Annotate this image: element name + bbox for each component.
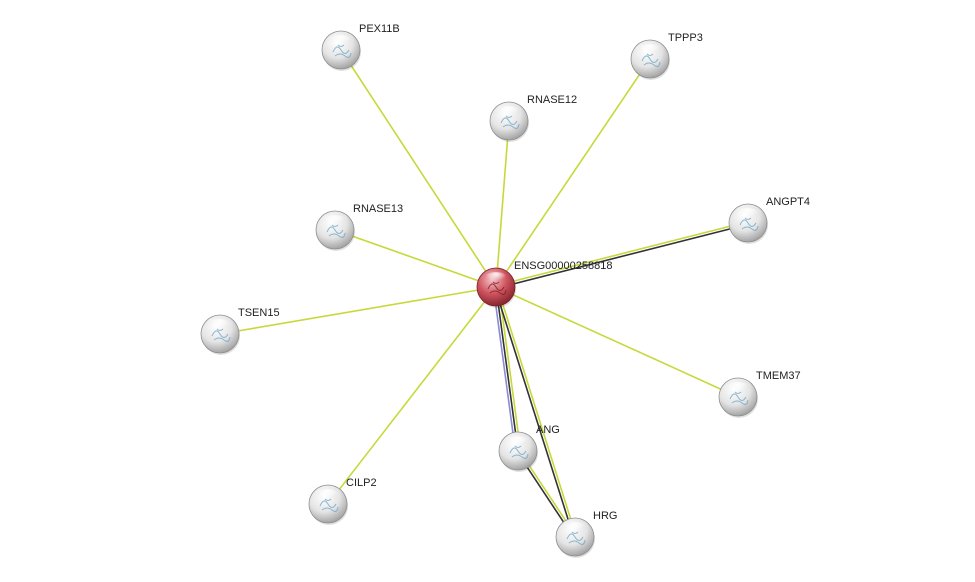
node-tsen15[interactable]: TSEN15	[200, 307, 280, 355]
edge-line-textmining	[496, 286, 578, 537]
edge-line-coexpression	[493, 287, 575, 538]
edge-ENSG00000258818-ANG[interactable]	[492, 286, 522, 452]
edge-layer	[219, 49, 749, 539]
edge-line-textmining	[495, 58, 651, 288]
node-ensg00000258818[interactable]: ENSG00000258818	[476, 260, 612, 308]
node-highlight	[330, 35, 352, 47]
edge-line-textmining	[340, 49, 497, 288]
node-cilp2[interactable]: CILP2	[308, 477, 377, 525]
edge-ENSG00000258818-TPPP3[interactable]	[495, 58, 651, 288]
edge-line-coexpression	[496, 223, 749, 290]
node-pex11b[interactable]: PEX11B	[321, 23, 400, 71]
node-highlight	[507, 436, 529, 448]
node-rnase12[interactable]: RNASE12	[489, 94, 577, 142]
node-label-pex11b: PEX11B	[359, 23, 400, 35]
node-hrg[interactable]: HRG	[555, 510, 617, 558]
edge-line-textmining	[219, 286, 497, 335]
edge-line-textmining	[495, 220, 748, 287]
node-label-angpt4: ANGPT4	[766, 196, 810, 208]
edge-line-textmining	[495, 286, 739, 398]
node-highlight	[317, 489, 339, 501]
node-angpt4[interactable]: ANGPT4	[728, 196, 810, 244]
node-tppp3[interactable]: TPPP3	[630, 32, 703, 80]
node-label-hrg: HRG	[593, 510, 617, 522]
node-label-ensg00000258818: ENSG00000258818	[514, 260, 612, 272]
edge-line-textmining	[327, 286, 497, 505]
node-highlight	[639, 44, 661, 56]
node-tmem37[interactable]: TMEM37	[718, 370, 801, 418]
node-label-tmem37: TMEM37	[756, 370, 801, 382]
node-highlight	[498, 106, 520, 118]
node-label-ang: ANG	[536, 424, 560, 436]
edge-line-textmining	[495, 120, 510, 288]
node-highlight	[564, 522, 586, 534]
edge-line-textmining	[497, 286, 522, 451]
node-layer: ENSG00000258818 PEX11B TPPP3RNASE12ANGPT4R…	[200, 23, 810, 558]
node-highlight	[209, 319, 231, 331]
node-label-rnase13: RNASE13	[353, 203, 403, 215]
edge-line-textmining	[334, 229, 497, 288]
node-label-tppp3: TPPP3	[668, 32, 703, 44]
node-label-rnase12: RNASE12	[527, 94, 577, 106]
node-label-cilp2: CILP2	[346, 477, 377, 489]
node-highlight	[485, 272, 507, 284]
edge-ENSG00000258818-TSEN15[interactable]	[219, 286, 497, 335]
node-label-tsen15: TSEN15	[238, 307, 280, 319]
edge-line-homology	[492, 287, 517, 452]
edge-ENSG00000258818-RNASE13[interactable]	[334, 229, 497, 288]
node-highlight	[324, 215, 346, 227]
node-highlight	[737, 208, 759, 220]
node-rnase13[interactable]: RNASE13	[315, 203, 403, 251]
edge-ENSG00000258818-PEX11B[interactable]	[340, 49, 497, 288]
edge-ENSG00000258818-HRG[interactable]	[493, 286, 578, 538]
edge-line-coexpression	[495, 286, 519, 452]
node-ang[interactable]: ANG	[498, 424, 560, 472]
edge-ENSG00000258818-TMEM37[interactable]	[495, 286, 739, 398]
edge-ENSG00000258818-CILP2[interactable]	[327, 286, 497, 505]
node-highlight	[727, 382, 749, 394]
edge-ENSG00000258818-ANGPT4[interactable]	[495, 220, 749, 290]
edge-ENSG00000258818-RNASE12[interactable]	[495, 120, 510, 288]
